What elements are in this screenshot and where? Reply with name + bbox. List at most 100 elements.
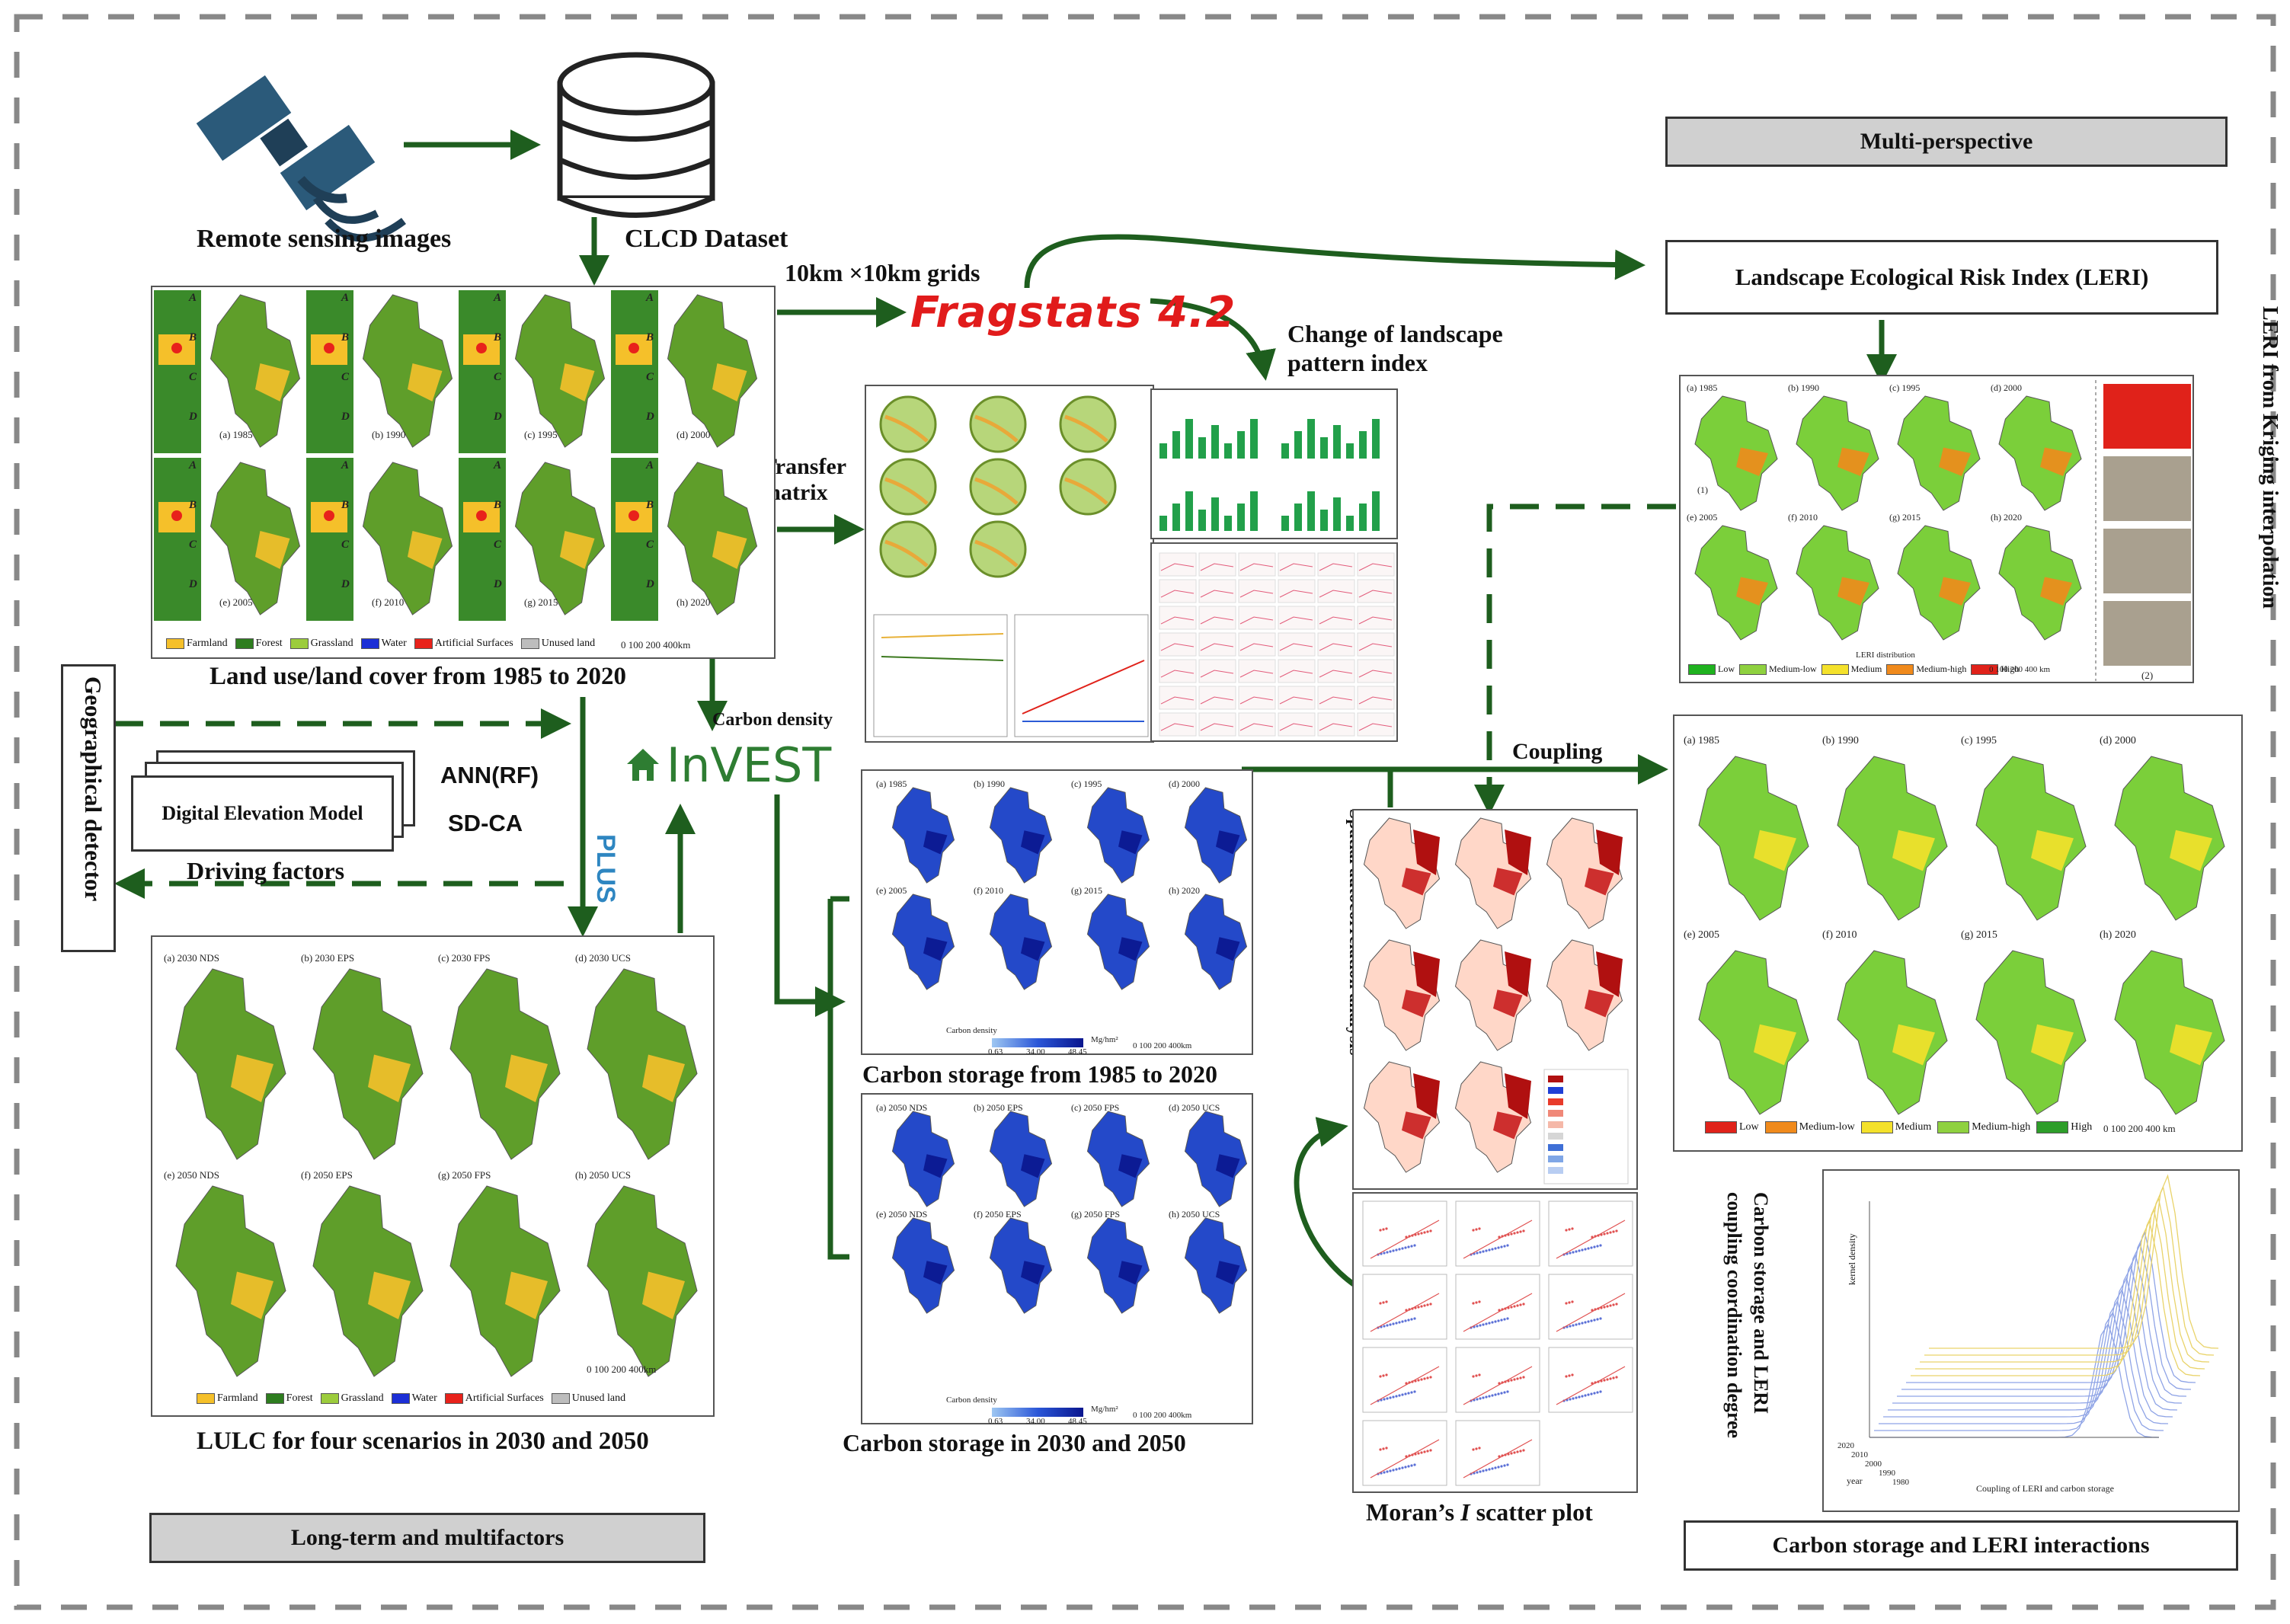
legend-text: Medium-low [1799,1121,1855,1133]
bar [1172,504,1180,531]
carbon-legend-unit: Mg/hm² [1091,1035,1118,1044]
carbon-map [891,787,955,884]
legend-item: Medium [1821,663,1882,676]
inset-letter: A [646,459,654,472]
scenario-panel-label: (c) 2030 FPS [438,952,491,964]
mini-plot [1238,632,1276,657]
coupling-scale: 0 100 200 400 km [2103,1123,2176,1134]
inset-strip [154,458,201,621]
inset-letter: C [341,539,350,551]
bar [1250,491,1258,531]
legend-item: High [2036,1121,2092,1133]
bar [1185,491,1193,531]
coupling-panel-label: (a) 1985 [1684,735,1720,746]
scenario-map [587,1185,698,1377]
legend-swatch [2036,1121,2069,1133]
carbon-panel-label: (g) 2015 [1071,885,1102,896]
inset-letter: C [189,539,197,551]
scenario-map [175,1185,286,1377]
bar [1333,425,1341,459]
legend-text: Medium-low [1769,663,1817,674]
scenario-map [312,968,424,1160]
bar [1185,419,1193,459]
leri-legend-title: LERI distribution [1856,651,1915,660]
legend-item: Grassland [289,638,353,650]
carbon-map [989,1111,1053,1207]
carbon-map [891,894,955,990]
legend-swatch [166,638,184,649]
mini-plot [1159,579,1197,603]
lulc-map [362,294,453,448]
inset-urban [171,343,182,353]
legend-swatch [1739,664,1767,676]
inset-letter: B [646,499,654,511]
legend-item: Low [1705,1121,1759,1133]
inset-letter: D [189,578,197,590]
plus-label: PLUS [591,834,620,903]
inset-letter: D [341,411,350,423]
inset-strip [459,290,506,453]
carbon-legend-max: 48.45 [1068,1417,1087,1426]
scenario-panel-label: (g) 2050 FPS [438,1169,491,1181]
leri-maps [1694,380,2191,681]
chord-diagrams [873,395,1149,737]
moran-panel [1352,1192,1638,1493]
legend-text: Medium [1850,663,1882,674]
chord-circle [969,520,1027,578]
hotspot-maps [1363,817,1629,1184]
carbon-panel-label: (b) 2050 EPS [974,1102,1023,1113]
legend-swatch [1971,664,1999,676]
home-icon [626,749,659,781]
carbon-1985-2020-title: Carbon storage from 1985 to 2020 [862,1060,1218,1088]
invest-logo: InVEST [613,735,842,794]
inset-letter: D [189,411,197,423]
kde-ylabel: kernel density [1847,1233,1857,1285]
carbon-map [1184,787,1248,884]
scenarios-title: LULC for four scenarios in 2030 and 2050 [197,1427,649,1455]
legend-item: Medium-low [1739,663,1817,676]
multi-perspective-box: Multi-perspective [1665,117,2228,167]
kde-surface [1869,1174,2219,1438]
geo-detector-box [61,664,116,952]
inset-letter: B [341,499,350,511]
carbon-2030-2050-panel-maps [891,1111,1248,1417]
leri-scale: 0 100 200 400 km [1989,665,2051,674]
scenario-panel-label: (a) 2030 NDS [164,952,219,964]
leri-panel-label: (a) 1985 [1687,382,1718,393]
bar [1346,516,1354,531]
carbon-panel-label: (a) 1985 [876,778,907,789]
lulc-map [667,294,758,448]
legend-item: Farmland [197,1392,258,1405]
lulc-panel-label: (h) 2020 [676,596,711,608]
carbon-map [1086,787,1150,884]
kde-xlabel: Coupling of LERI and carbon storage [1976,1483,2114,1494]
bar [1159,443,1167,459]
lulc-panel-label: (c) 1995 [524,429,558,440]
scatter-plots [1362,1200,1633,1486]
coupling-map [1698,950,1809,1115]
legend-item: High [1971,663,2019,676]
lulc-map [209,462,301,615]
inset-urban [476,510,487,521]
scenario-maps [175,968,698,1377]
legend-text: Artificial Surfaces [465,1392,544,1404]
inset-letter: A [646,292,654,304]
legend-text: Medium-high [1972,1121,2031,1133]
long-term-box: Long-term and multifactors [149,1513,705,1563]
scenario-panel-label: (f) 2050 EPS [301,1169,353,1181]
carbon-map [891,1217,955,1314]
legend-text: Unused land [571,1392,626,1404]
bar [1346,443,1354,459]
carbon-legend-mid: 34.00 [1026,1047,1045,1057]
legend-text: High [2071,1121,2093,1133]
coupling-panel-label: (f) 2010 [1822,929,1857,941]
lulc-map [362,462,453,615]
leri-map [1897,395,1981,511]
legend-text: Grassland [341,1392,384,1404]
bar [1159,516,1167,531]
coupling-label: Coupling [1512,739,1603,764]
